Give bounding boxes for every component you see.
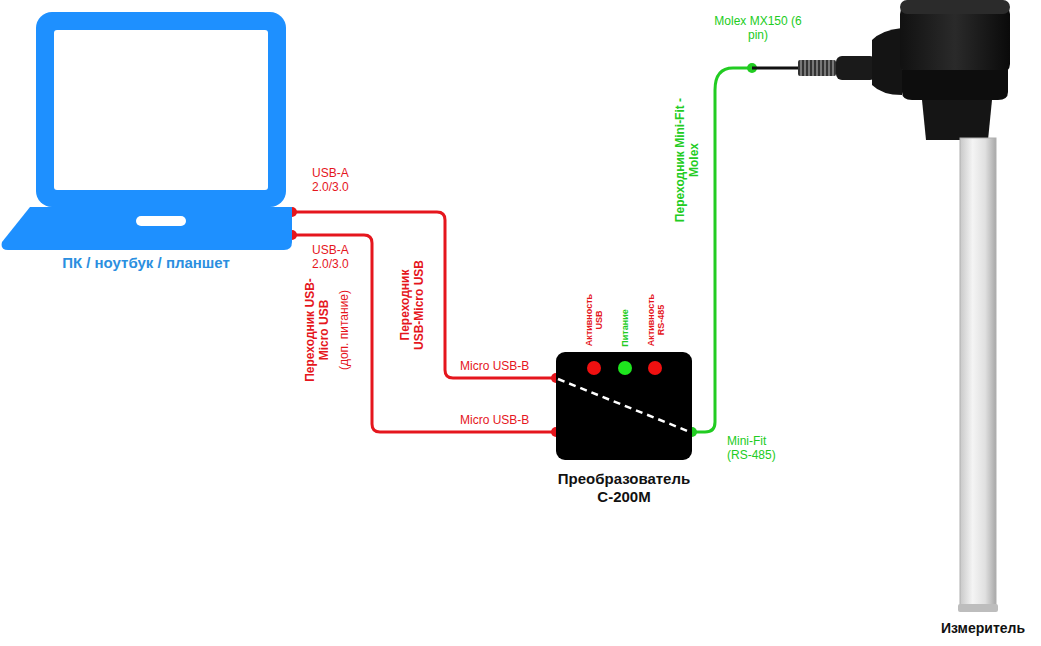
cable-label: Переходник Mini-Fit - Molex (674, 90, 702, 230)
cable-connector (292, 235, 556, 432)
rotated-label: Активность RS-485 (646, 289, 667, 351)
port-label: Micro USB-B (460, 413, 529, 427)
port-label: Molex MX150 (6 pin) (703, 14, 813, 43)
cable-label: Переходник USB-Micro USB (399, 255, 427, 355)
converter-box: Преобразователь С-200М (556, 352, 692, 460)
port-label: USB-A 2.0/3.0 (312, 166, 370, 195)
sensor-node: Измеритель (752, 0, 1041, 646)
port-label: USB-A 2.0/3.0 (312, 243, 370, 272)
port-label: Mini-Fit (RS-485) (727, 434, 791, 463)
cable-connector (292, 212, 556, 378)
laptop-node: ПК / ноутбук / планшет (0, 10, 292, 285)
rotated-label: Питание (620, 303, 630, 353)
fuel-sensor-drawing (752, 0, 1041, 646)
rotated-label: (доп. питание) (338, 275, 352, 385)
port-label: Micro USB-B (460, 359, 529, 373)
node-title: Преобразователь С-200М (549, 470, 699, 506)
rotated-label: Активность USB (584, 289, 605, 351)
node-title: Измеритель (928, 620, 1038, 636)
cable-connector (692, 68, 752, 432)
converter-face (556, 352, 692, 460)
cable-label: Переходник USB-Micro USB (304, 275, 332, 385)
node-title: ПК / ноутбук / планшет (0, 254, 292, 271)
laptop-icon (0, 10, 292, 285)
